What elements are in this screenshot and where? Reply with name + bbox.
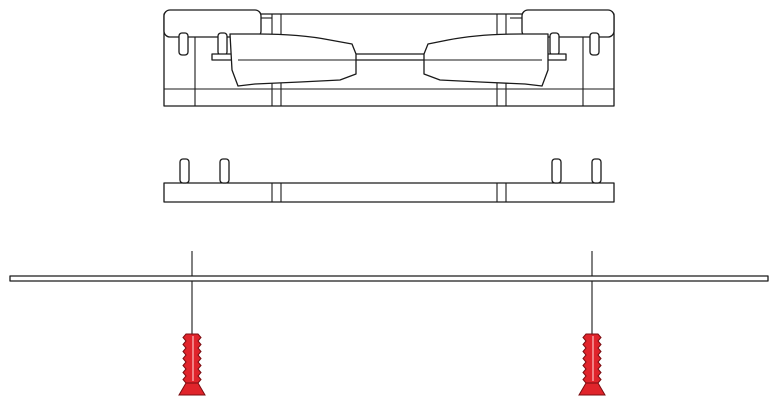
screw-shank xyxy=(582,333,602,384)
bracket-pin xyxy=(179,158,190,184)
mounting-plate xyxy=(9,275,769,282)
screw xyxy=(578,333,606,396)
bracket-pin xyxy=(551,158,562,184)
screw-head xyxy=(578,382,606,396)
clip-pin xyxy=(549,32,560,56)
bracket-bar xyxy=(163,182,615,203)
clip-assembly xyxy=(163,9,615,107)
plate-board xyxy=(9,275,769,282)
clip-right-cap xyxy=(521,9,615,38)
guide-lines xyxy=(191,251,593,334)
screw-head xyxy=(178,382,206,396)
bracket-pin xyxy=(219,158,230,184)
clip-pin xyxy=(178,32,189,56)
base-bracket xyxy=(163,158,615,203)
screw xyxy=(178,333,206,396)
screws xyxy=(178,333,606,396)
clip-left-cap xyxy=(163,9,262,38)
screw-shank xyxy=(182,333,202,384)
clip-slot-bar xyxy=(211,53,567,61)
clip-pin xyxy=(217,32,228,56)
bracket-pin xyxy=(591,158,602,184)
clip-pin xyxy=(589,32,600,56)
